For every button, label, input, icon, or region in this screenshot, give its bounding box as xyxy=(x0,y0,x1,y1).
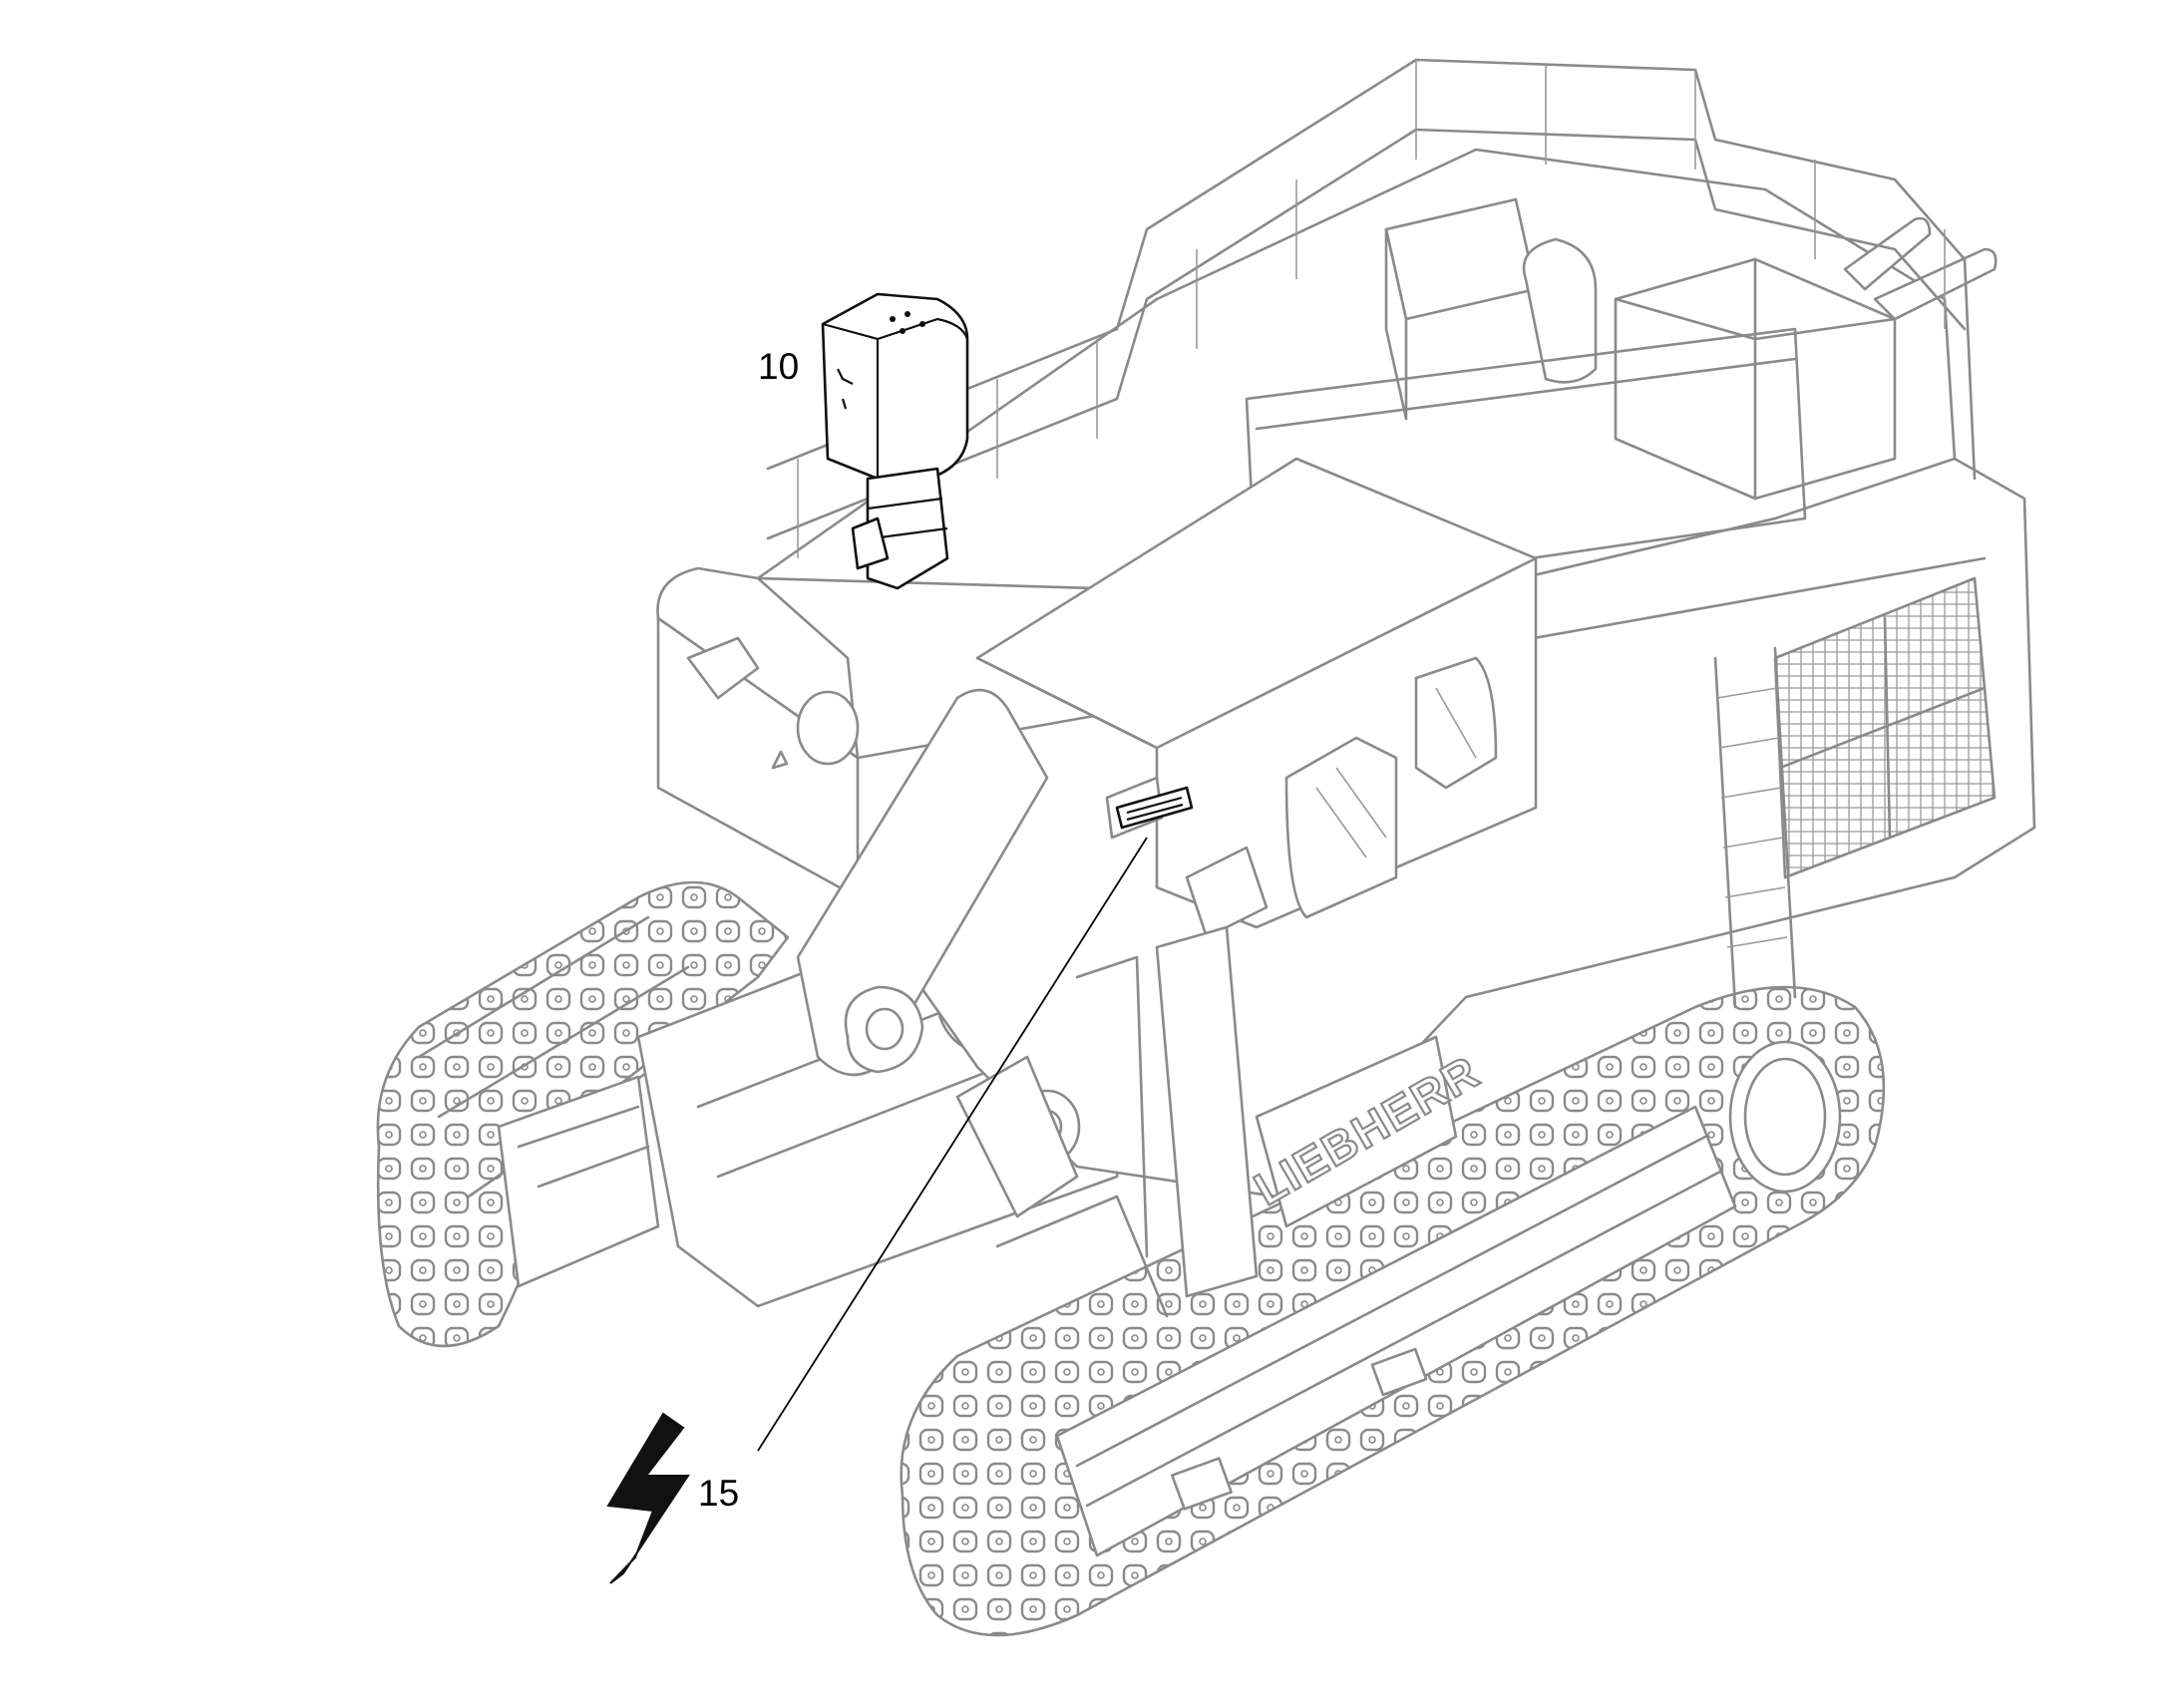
callout-10-label: 10 xyxy=(758,346,799,387)
lightning-bolt-icon xyxy=(606,1412,690,1584)
access-ladder xyxy=(1713,646,1797,1009)
component-15-unit xyxy=(1115,786,1194,830)
left-crawler-track xyxy=(376,880,790,1348)
boom-linkage xyxy=(796,688,1259,1318)
exhaust-pipes xyxy=(1522,216,1998,384)
component-10-unit xyxy=(821,292,969,590)
right-crawler-track xyxy=(900,985,1886,1637)
radiator-grilles xyxy=(1773,576,1997,879)
callout-15-label: 15 xyxy=(698,1473,739,1514)
operator-cab xyxy=(975,457,1538,939)
callout-15-leader-line xyxy=(757,837,1148,1452)
